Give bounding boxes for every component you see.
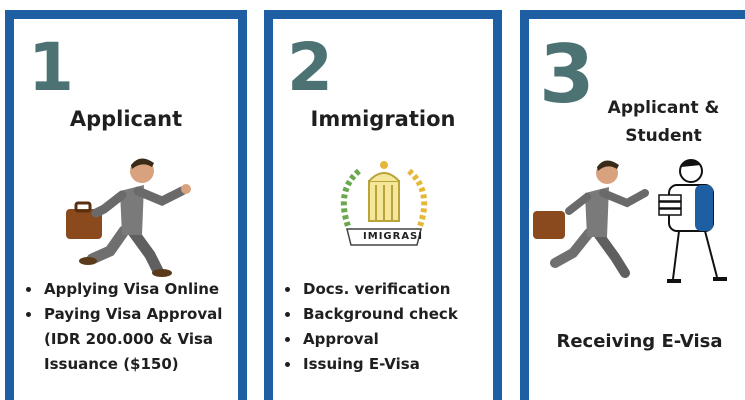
list-item: Applying Visa Online [42,277,232,302]
step-card-applicant-student: 3 Applicant & Student Receiving E-Visa [520,10,745,400]
step-list: Applying Visa Online Paying Visa Approva… [26,277,232,377]
step-title: Immigration [310,107,456,131]
step-number: 3 [539,28,595,121]
step-card-immigration: 2 Immigration IMIGRASI Docs. verificatio… [264,10,502,400]
step-number: 2 [287,29,333,106]
step-number: 1 [28,29,74,106]
step-title: Applicant [69,107,183,131]
emblem-ribbon-text: IMIGRASI [363,231,423,242]
step-title-line2: Student [625,126,702,146]
list-item: Paying Visa Approval (IDR 200.000 & Visa… [42,302,232,377]
running-businessman-icon [66,158,191,277]
step-card-applicant: 1 Applicant Applying Visa Online Paying … [5,10,247,400]
list-item: Approval [301,327,487,352]
list-item: Issuing E-Visa [301,352,487,377]
list-item: Background check [301,302,487,327]
list-item: Docs. verification [301,277,487,302]
immigration-emblem-icon [340,161,428,246]
step-list: Docs. verification Background check Appr… [285,277,487,377]
businessman-and-student-icon [533,159,727,283]
result-text: Receiving E-Visa [556,331,723,352]
step-title-line1: Applicant & [607,98,720,118]
